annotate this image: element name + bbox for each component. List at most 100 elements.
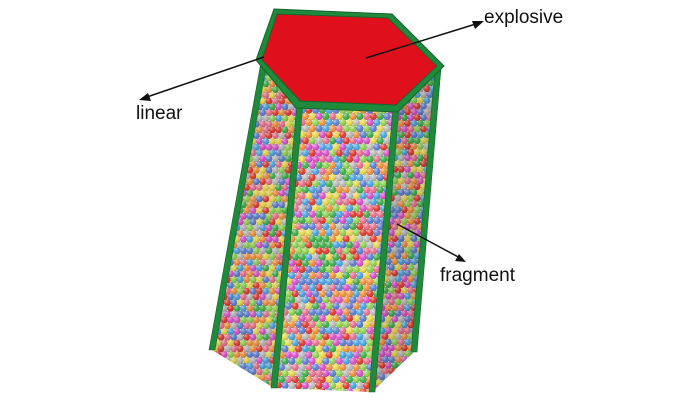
fragment-ball [212,62,219,65]
fragment-ball-shading [359,265,367,273]
fragment-ball-shading [256,230,263,238]
fragment-ball [236,68,244,76]
fragment-ball-shading [322,308,330,316]
fragment-ball [220,109,228,116]
fragment-ball-shading [346,375,354,384]
fragment-ball-shading [272,143,279,151]
fragment-ball-shading [259,259,266,266]
fragment-ball-shading [329,112,337,120]
fragment-ball-shading [212,247,215,255]
fragment-ball [202,155,209,162]
fragment-ball-shading [265,362,273,370]
fragment-ball-shading [302,394,309,400]
fragment-ball-shading [336,394,343,400]
fragment-ball-shading [322,161,330,169]
fragment-ball-shading [366,192,374,200]
fragment-ball-shading [339,314,347,322]
fragment-ball-shading [410,281,418,288]
fragment-ball-shading [275,207,282,214]
fragment-ball-shading [259,374,266,381]
fragment-ball-shading [439,172,446,179]
fragment-ball-shading [349,198,357,206]
fragment-ball-shading [356,394,363,400]
fragment-ball-shading [433,264,438,271]
fragment-ball [268,394,275,400]
fragment-ball-shading [275,276,282,283]
fragment-ball-shading [410,269,418,277]
fragment-ball [202,224,209,231]
fragment-ball-shading [265,189,273,197]
fragment-ball-shading [335,235,343,243]
fragment-ball-shading [202,201,209,208]
fragment-ball [205,265,212,272]
fragment-ball-shading [256,218,263,226]
fragment-ball [212,63,215,70]
fragment-ball-shading [439,149,446,156]
fragment-ball-shading [436,166,438,173]
fragment-ball [205,184,212,191]
fragment-ball [274,388,279,392]
fragment-ball [433,275,438,283]
fragment-ball [212,253,219,261]
fragment-ball-shading [417,120,424,127]
fragment-ball [233,166,241,174]
fragment-ball-shading [346,351,354,359]
fragment-ball-shading [291,216,299,224]
fragment-ball-shading [240,282,247,289]
fragment-ball-shading [212,126,219,134]
fragment-ball-shading [359,216,367,224]
fragment-ball-shading [295,222,303,231]
fragment-ball-shading [272,166,279,174]
fragment-ball [224,115,231,122]
fragment-ball-shading [420,114,427,121]
fragment-ball [230,91,238,99]
fragment-ball-shading [230,264,238,272]
fragment-ball-shading [325,388,333,392]
fragment-ball-shading [401,137,408,145]
fragment-ball-shading [385,292,392,300]
fragment-ball-shading [275,391,282,398]
fragment-ball-shading [388,217,395,225]
fragment-ball-shading [346,253,354,261]
fragment-ball-shading [363,320,371,328]
fragment-ball-shading [268,184,276,191]
fragment-ball-shading [308,137,316,145]
fragment-ball-shading [322,345,330,353]
fragment-ball-shading [256,253,263,260]
fragment-ball-shading [356,137,364,145]
fragment-ball-shading [305,388,313,392]
fragment-ball [217,195,225,203]
fragment-ball-shading [252,155,260,163]
fragment-ball-shading [386,375,394,384]
fragment-ball-shading [281,172,289,180]
fragment-ball-shading [268,126,276,134]
fragment-ball-shading [346,278,354,286]
fragment-ball [233,143,241,151]
fragment-ball-shading [224,115,231,122]
fragment-ball-shading [243,230,251,238]
fragment-ball-shading [233,132,241,140]
fragment-ball [205,380,212,387]
fragment-ball-shading [329,235,337,243]
fragment-ball-shading [356,369,364,377]
fragment-ball [205,115,212,122]
fragment-ball-shading [212,270,215,278]
fragment-ball-shading [305,167,313,175]
fragment-ball-shading [268,264,276,272]
fragment-ball-shading [335,161,343,169]
fragment-ball [262,391,269,398]
fragment-ball-shading [312,265,320,273]
fragment-ball [205,80,212,87]
fragment-ball-shading [278,109,286,116]
fragment-ball-shading [329,357,337,365]
fragment-ball-shading [356,345,364,353]
fragment-ball [214,86,222,93]
fragment-ball [212,115,219,122]
fragment-ball-shading [240,235,247,243]
fragment-ball-shading [369,174,377,182]
fragment-ball-shading [246,166,254,174]
fragment-ball-shading [312,155,320,163]
fragment-ball-shading [212,138,219,145]
fragment-ball-shading [385,281,392,288]
fragment-ball-shading [227,109,235,116]
